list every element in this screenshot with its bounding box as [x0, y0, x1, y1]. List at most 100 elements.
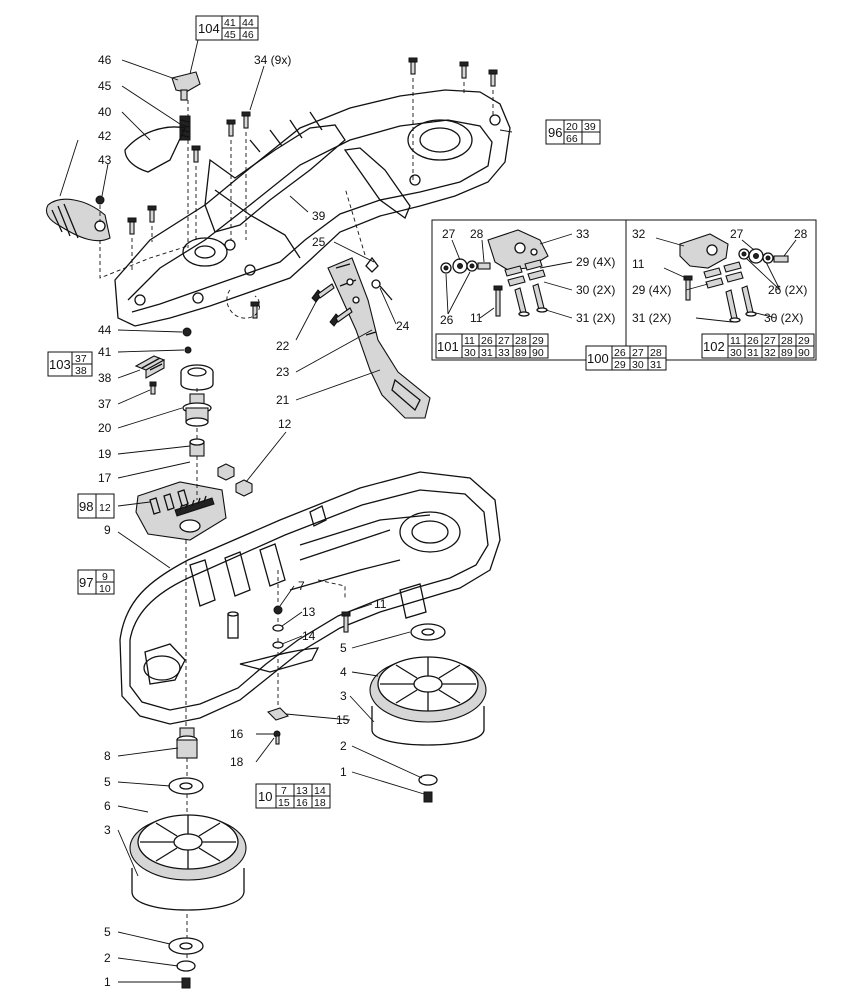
callout-2-right: 2: [340, 739, 347, 753]
kit-10-part: 18: [314, 797, 326, 809]
kit-96-part: 39: [584, 121, 596, 133]
screw-23: [329, 307, 353, 327]
kit-101-part: 28: [515, 335, 527, 347]
kit-100-main: 100: [587, 351, 609, 366]
kit-97-part: 9: [102, 571, 108, 583]
bushing-17: [189, 438, 205, 457]
callout-20: 20: [98, 421, 112, 435]
callout-5-left-top: 5: [104, 775, 111, 789]
kit-104-part: 44: [242, 17, 254, 29]
callout-5-left-bottom: 5: [104, 925, 111, 939]
washer-2-right: [418, 774, 438, 786]
kit-box-96: 96 20 39 66: [545, 119, 601, 145]
tire-3-left: [131, 868, 245, 911]
callout-5-right: 5: [340, 641, 347, 655]
callout-labels: 46 45 40 42 43 34 (9x) 39 25 22 24 23 21…: [98, 53, 808, 989]
kit-102-part: 26: [747, 335, 759, 347]
callout-8: 8: [104, 749, 111, 763]
callout-32: 32: [632, 227, 646, 241]
wheel-4: [369, 656, 487, 723]
kit-102-part: 32: [764, 347, 776, 359]
callout-1-left: 1: [104, 975, 111, 989]
kit-97-main: 97: [79, 575, 93, 590]
callout-7: 7: [298, 579, 305, 593]
callout-28-right: 28: [794, 227, 808, 241]
washer-5-left-top: [168, 777, 204, 795]
kit-100-part: 30: [632, 359, 644, 371]
kit-100-part: 26: [614, 347, 626, 359]
kit-100-part: 31: [650, 359, 662, 371]
callout-27-left: 27: [442, 227, 456, 241]
callout-31-right: 31 (2X): [632, 311, 671, 325]
kit-104-main: 104: [198, 21, 220, 36]
wheel-6: [129, 814, 247, 881]
callout-43: 43: [98, 153, 112, 167]
kit-103-main: 103: [49, 357, 71, 372]
kit-101-part: 30: [464, 347, 476, 359]
kit-10-main: 10: [258, 789, 272, 804]
kit-10-part: 14: [314, 785, 326, 797]
callout-34: 34 (9x): [254, 53, 291, 67]
callout-28-left: 28: [470, 227, 484, 241]
callout-11-right: 11: [632, 257, 645, 271]
callout-1-right: 1: [340, 765, 347, 779]
washer-2-left: [176, 960, 196, 972]
pins-30-31-right: [725, 285, 757, 323]
kit-101-part: 26: [481, 335, 493, 347]
kit-98-part: 12: [99, 502, 111, 514]
kit-box-98: 98 12: [77, 493, 115, 519]
shaft-8: [176, 727, 198, 759]
kit-10-part: 13: [296, 785, 308, 797]
callout-30-right: 30 (2X): [764, 311, 803, 325]
callout-6: 6: [104, 799, 111, 813]
kit-102-part: 27: [764, 335, 776, 347]
kit-104-part: 45: [224, 29, 236, 41]
callout-42: 42: [98, 129, 112, 143]
kit-10-part: 15: [278, 797, 290, 809]
kit-100-part: 28: [650, 347, 662, 359]
kit-102-main: 102: [703, 339, 725, 354]
kit-102-part: 29: [798, 335, 810, 347]
pad-38: [134, 355, 166, 379]
kit-98-main: 98: [79, 499, 93, 514]
pads-29-right: [703, 261, 744, 289]
lower-housing-9: [119, 471, 501, 725]
kit-96-part: 20: [566, 121, 578, 133]
callout-40: 40: [98, 105, 112, 119]
leader-lines: [59, 39, 797, 983]
kit-101-part: 29: [532, 335, 544, 347]
screw-22: [311, 283, 335, 303]
kit-box-104: 104 41 44 45 46: [195, 15, 259, 41]
plate-15: [266, 707, 290, 721]
callout-14: 14: [302, 629, 316, 643]
callout-12: 12: [278, 417, 292, 431]
washer-13: [272, 624, 284, 632]
kit-102-part: 28: [781, 335, 793, 347]
callout-46: 46: [98, 53, 112, 67]
kit-102-part: 30: [730, 347, 742, 359]
callout-9: 9: [104, 523, 111, 537]
screw-43: [95, 195, 105, 205]
screw-1-right: [423, 791, 433, 803]
kit-102-part: 31: [747, 347, 759, 359]
callout-44: 44: [98, 323, 112, 337]
kit-101-part: 33: [498, 347, 510, 359]
callout-25: 25: [312, 235, 326, 249]
callout-30-left: 30 (2X): [576, 283, 615, 297]
kit-101-part: 89: [515, 347, 527, 359]
callout-21: 21: [276, 393, 290, 407]
kit-box-103: 103 37 38: [47, 351, 93, 377]
guide-housing-32: [679, 233, 729, 269]
callout-16: 16: [230, 727, 244, 741]
knob-46: [171, 71, 201, 101]
screws-34: [127, 57, 498, 319]
kit-10-part: 7: [281, 785, 287, 797]
kit-101-part: 27: [498, 335, 510, 347]
kit-102-part: 90: [798, 347, 810, 359]
callout-18: 18: [230, 755, 244, 769]
nuts-12: [217, 463, 253, 497]
callout-45: 45: [98, 79, 112, 93]
kit-102-part: 11: [730, 335, 741, 347]
kit-box-100: 100 26 27 28 29 30 31: [585, 345, 667, 371]
screw-11-housing: [341, 611, 351, 633]
